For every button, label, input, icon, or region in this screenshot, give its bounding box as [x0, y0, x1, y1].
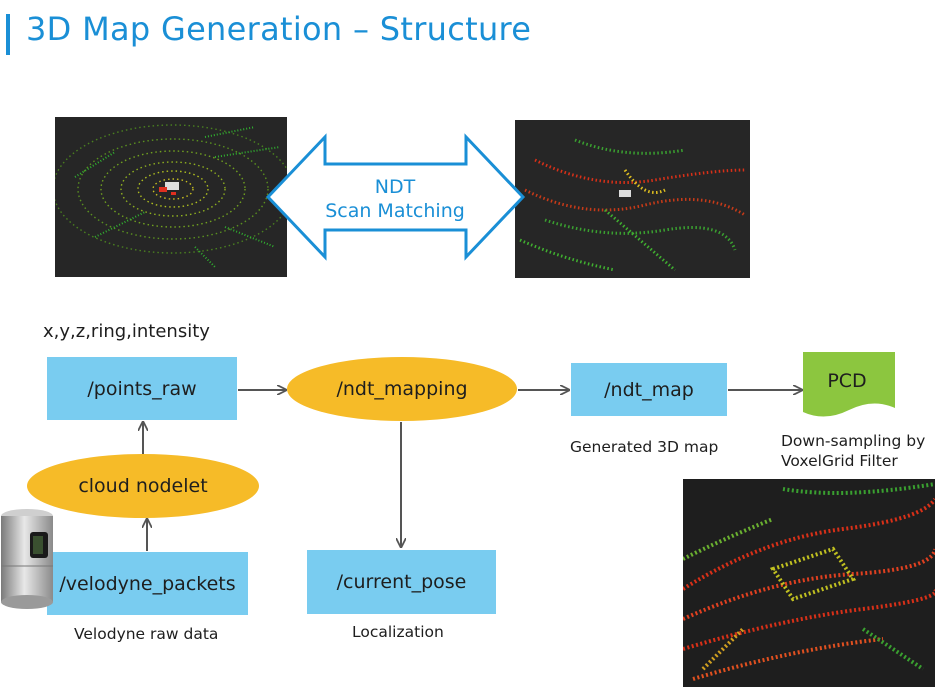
generated-map-pointcloud-image — [683, 479, 935, 687]
node-cloud-nodelet: cloud nodelet — [27, 454, 259, 518]
ndt-label-line1: NDT — [374, 176, 416, 198]
pcd-document-shape — [803, 352, 895, 417]
node-ndt-map: /ndt_map — [571, 363, 727, 416]
downsampling-caption-line1: Down-sampling by — [781, 432, 926, 450]
downsampling-caption-line2: VoxelGrid Filter — [781, 452, 898, 470]
ndt-label-line2: Scan Matching — [325, 200, 465, 222]
generated-map-caption: Generated 3D map — [570, 438, 719, 456]
fields-caption: x,y,z,ring,intensity — [43, 321, 210, 342]
node-ndt-mapping: /ndt_mapping — [287, 357, 517, 421]
scan-pointcloud-image — [55, 117, 287, 277]
velodyne-raw-caption: Velodyne raw data — [74, 625, 219, 643]
localization-caption: Localization — [352, 623, 444, 641]
velodyne-sensor-icon — [1, 509, 53, 609]
pcd-label: PCD — [827, 370, 867, 392]
node-velodyne-packets: /velodyne_packets — [47, 552, 248, 615]
title-accent-bar — [6, 14, 10, 55]
ndt-scan-matching-label: NDT Scan Matching — [300, 175, 490, 223]
node-points-raw: /points_raw — [47, 357, 237, 420]
downsampling-caption: Down-sampling by VoxelGrid Filter — [781, 431, 925, 471]
ndt-map-pointcloud-image — [515, 120, 750, 278]
page-title: 3D Map Generation – Structure — [26, 10, 532, 48]
node-current-pose: /current_pose — [307, 550, 496, 614]
